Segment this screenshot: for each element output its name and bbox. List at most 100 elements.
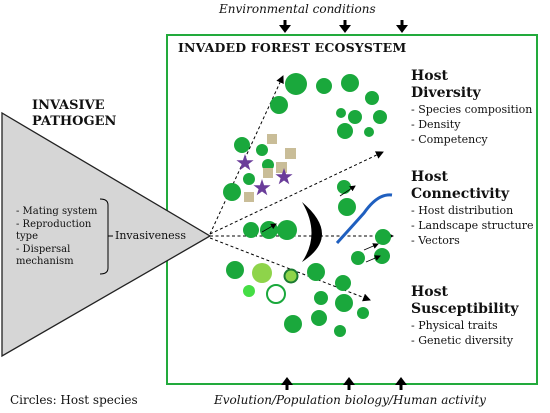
host-circle [256, 144, 268, 156]
host-circle [337, 180, 351, 194]
host-circle [311, 310, 327, 326]
invasiveness-label: Invasiveness [115, 229, 186, 242]
pathogen-title-line1: INVASIVE [32, 98, 105, 113]
trait-item: - Reproduction [16, 218, 92, 230]
pathogen-traits-list: - Mating system - Reproduction type - Di… [16, 206, 97, 269]
host-circle [364, 127, 374, 137]
host-circle-ringed [283, 268, 299, 284]
list-item: - Species composition [411, 103, 533, 116]
trait-item: - Mating system [16, 206, 98, 217]
other-species-square [263, 168, 273, 178]
list-item: - Host distribution [411, 204, 514, 217]
arrow-up [343, 377, 355, 390]
host-circle-light [252, 263, 272, 283]
host-circle [314, 291, 328, 305]
host-connectivity-heading-2: Connectivity [411, 186, 510, 202]
host-circle [270, 96, 288, 114]
dispersal-arrows [261, 185, 381, 263]
host-circle [373, 110, 387, 124]
other-species-square [267, 134, 277, 144]
host-circle [285, 73, 307, 95]
other-species-star [275, 168, 293, 185]
host-circle [337, 123, 353, 139]
host-diversity-list: - Species composition - Density - Compet… [411, 102, 532, 147]
other-species-square [276, 162, 287, 173]
host-susceptibility-list: - Physical traits - Genetic diversity [411, 318, 519, 348]
ecosystem-title: INVADED FOREST ECOSYSTEM [178, 40, 407, 55]
pathogen-title-line2: PATHOGEN [32, 114, 117, 129]
diversity-species-stars [236, 154, 293, 196]
bottom-influences-label: Evolution/Population biology/Human activ… [214, 393, 486, 407]
list-item: - Competency [411, 133, 488, 146]
host-circle [375, 229, 391, 245]
list-item: - Genetic diversity [411, 334, 514, 347]
host-susceptibility-block: Host Susceptibility - Physical traits - … [411, 284, 519, 348]
host-connectivity-block: Host Connectivity - Host distribution - … [411, 169, 533, 248]
list-item: - Vectors [411, 234, 460, 247]
arrow-up [281, 377, 293, 390]
environmental-conditions-label: Environmental conditions [219, 2, 376, 16]
host-diversity-heading-1: Host [411, 68, 448, 84]
list-item: - Landscape structure [411, 219, 534, 232]
host-circle [316, 78, 332, 94]
host-circle [307, 263, 325, 281]
host-circle [243, 222, 259, 238]
host-circle [223, 183, 241, 201]
diversity-species-squares [244, 134, 296, 202]
host-circle-hollow [266, 284, 286, 304]
host-circle [348, 110, 362, 124]
arrow-down [339, 20, 351, 33]
trait-item: type [16, 231, 38, 242]
host-circle [284, 315, 302, 333]
host-circle [351, 251, 365, 265]
host-circle [357, 307, 369, 319]
arrow-down [396, 20, 408, 33]
legend-note: Circles: Host species [10, 393, 138, 407]
bottom-arrows [281, 377, 407, 390]
trait-item: mechanism [16, 256, 74, 267]
host-circle [374, 248, 390, 264]
host-susceptibility-heading-2: Susceptibility [411, 301, 519, 317]
dispersal-arrow [261, 223, 277, 233]
host-circle [338, 198, 356, 216]
host-circle [341, 74, 359, 92]
host-diversity-block: Host Diversity - Species composition - D… [411, 68, 532, 147]
other-species-star [253, 179, 271, 196]
spread-arrow-susceptibility [209, 237, 371, 302]
host-connectivity-heading-1: Host [411, 169, 448, 185]
list-item: - Density [411, 118, 461, 131]
dispersal-arrow [339, 185, 356, 197]
host-circle [277, 220, 297, 240]
other-species-square [285, 148, 296, 159]
environment-arrows [279, 20, 408, 33]
host-circle [334, 325, 346, 337]
pathogen-triangle [1, 111, 212, 358]
list-item: - Physical traits [411, 319, 498, 332]
host-circle-bright [243, 285, 255, 297]
diversity-host-circles [223, 73, 387, 201]
host-circle [365, 91, 379, 105]
host-circle [335, 275, 351, 291]
spread-arrow-diversity-2 [209, 151, 384, 235]
connectivity-host-circles [243, 180, 391, 265]
host-circle [234, 137, 250, 153]
host-circle [260, 221, 278, 239]
host-circle [335, 294, 353, 312]
dispersal-arrow [363, 243, 379, 251]
host-diversity-heading-2: Diversity [411, 85, 481, 101]
landscape-barrier [302, 202, 322, 262]
connectivity-corridor [335, 193, 393, 245]
susceptibility-host-circles [226, 261, 369, 337]
other-species-square [244, 192, 254, 202]
other-species-star [236, 154, 254, 171]
dispersal-arrow [365, 255, 381, 263]
host-circle [226, 261, 244, 279]
host-susceptibility-heading-1: Host [411, 284, 448, 300]
host-circle [336, 108, 346, 118]
trait-item: - Dispersal [16, 243, 71, 255]
pathogen-title: INVASIVE PATHOGEN [32, 98, 116, 130]
host-circle [243, 173, 255, 185]
host-connectivity-list: - Host distribution - Landscape structur… [411, 203, 533, 248]
arrow-down [279, 20, 291, 33]
